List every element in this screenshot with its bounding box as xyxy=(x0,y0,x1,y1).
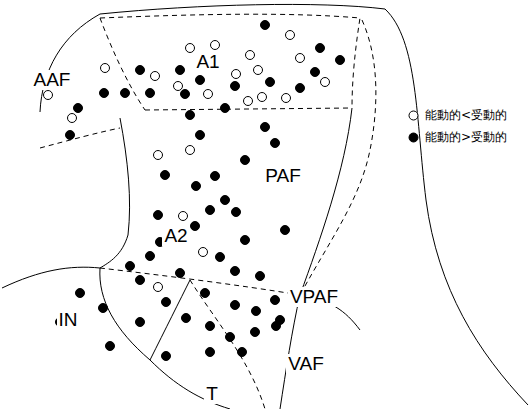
recording-site-dot xyxy=(74,104,83,113)
recording-site-dot xyxy=(296,54,305,63)
recording-site-dot xyxy=(126,262,135,271)
recording-site-dot xyxy=(231,267,240,276)
region-name: AAF xyxy=(32,70,73,90)
recording-site-dot xyxy=(231,301,240,310)
recording-site-dot xyxy=(186,44,195,53)
recording-site-dot xyxy=(231,82,240,91)
recording-site-dot xyxy=(99,304,108,313)
recording-site-dot xyxy=(266,78,275,87)
recording-site-dot xyxy=(316,44,325,53)
recording-site-dot xyxy=(76,289,85,298)
recording-site-dot xyxy=(121,89,130,98)
legend-swatch xyxy=(408,110,419,121)
recording-site-dot xyxy=(286,31,295,40)
recording-site-dot xyxy=(321,78,330,87)
recording-site-dot xyxy=(154,283,163,292)
recording-site-dot xyxy=(241,156,250,165)
recording-site-dot xyxy=(182,314,191,323)
region-name: A2 xyxy=(162,226,189,246)
recording-site-dot xyxy=(204,90,213,99)
recording-site-dot xyxy=(106,342,115,351)
recording-site-dot xyxy=(186,146,195,155)
recording-site-dot xyxy=(271,296,280,305)
recording-site-dot xyxy=(232,70,241,79)
recording-site-dot xyxy=(192,182,201,191)
recording-site-dot xyxy=(196,131,205,140)
recording-site-dot xyxy=(282,94,291,103)
legend-text: 能動的<受動的 xyxy=(425,107,507,124)
region-name: A1 xyxy=(194,52,221,72)
recording-site-dot xyxy=(252,307,261,316)
recording-site-dot xyxy=(216,253,225,262)
recording-site-dot xyxy=(221,104,230,113)
legend-swatch xyxy=(408,132,419,143)
recording-site-dot xyxy=(232,208,241,217)
recording-site-dot xyxy=(199,248,208,257)
recording-site-dot xyxy=(271,139,280,148)
recording-site-dot xyxy=(206,348,215,357)
recording-site-dot xyxy=(162,352,171,361)
recording-site-dot xyxy=(136,318,145,327)
region-name: VPAF xyxy=(288,287,340,307)
recording-site-dot xyxy=(238,348,247,357)
recording-site-dot xyxy=(261,123,270,132)
recording-site-dot xyxy=(254,66,263,75)
recording-site-dot xyxy=(154,151,163,160)
region-name: IN xyxy=(57,310,80,330)
recording-site-dot xyxy=(186,111,195,120)
recording-site-dot xyxy=(258,93,267,102)
legend-entry: 能動的<受動的 xyxy=(408,107,507,124)
recording-site-dot xyxy=(272,322,281,331)
recording-site-dot xyxy=(174,82,183,91)
recording-site-dot xyxy=(296,84,305,93)
recording-site-dot xyxy=(201,289,210,298)
recording-site-dot xyxy=(251,328,260,337)
recording-site-dot xyxy=(241,236,250,245)
recording-site-dot xyxy=(191,222,200,231)
recording-site-dot xyxy=(146,252,155,261)
recording-site-dot xyxy=(66,131,75,140)
recording-site-dot xyxy=(261,21,270,30)
recording-site-dot xyxy=(256,272,265,281)
recording-site-dot xyxy=(281,226,290,235)
recording-site-dot xyxy=(176,66,185,75)
recording-site-dot xyxy=(181,90,190,99)
recording-site-dot xyxy=(151,72,160,81)
region-name: T xyxy=(204,384,220,404)
region-name: PAF xyxy=(263,166,303,186)
recording-site-dot xyxy=(101,64,110,73)
legend-text: 能動的>受動的 xyxy=(425,129,507,146)
region-name: VAF xyxy=(286,354,326,374)
recording-site-dot xyxy=(136,276,145,285)
recording-site-dot xyxy=(146,89,155,98)
recording-site-dot xyxy=(179,212,188,221)
recording-site-dot xyxy=(161,171,170,180)
recording-site-dot xyxy=(226,333,235,342)
recording-site-dot xyxy=(154,211,163,220)
recording-site-dot xyxy=(211,172,220,181)
recording-site-dot xyxy=(162,298,171,307)
legend-entry: 能動的>受動的 xyxy=(408,129,507,146)
recording-site-dot xyxy=(211,41,220,50)
recording-site-dot xyxy=(44,91,53,100)
recording-site-dot xyxy=(68,114,77,123)
recording-site-dot xyxy=(221,196,230,205)
recording-site-dot xyxy=(336,56,345,65)
recording-site-dot xyxy=(196,76,205,85)
recording-site-dot xyxy=(244,97,253,106)
recording-site-dot xyxy=(206,322,215,331)
recording-site-dot xyxy=(206,206,215,215)
recording-site-dot xyxy=(136,66,145,75)
recording-site-dot xyxy=(176,269,185,278)
recording-site-dot xyxy=(100,89,109,98)
recording-site-dot xyxy=(311,68,320,77)
recording-site-dot xyxy=(246,51,255,60)
